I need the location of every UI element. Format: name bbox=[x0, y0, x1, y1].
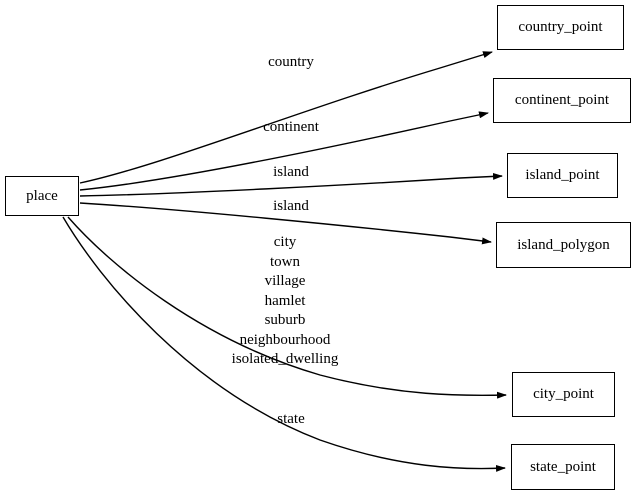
node-place[interactable]: place bbox=[5, 176, 79, 216]
edge-label-line: city bbox=[273, 234, 297, 250]
edge-label-line: suburb bbox=[264, 312, 306, 328]
graph-edge-continent-point bbox=[79, 111, 489, 191]
edge-label-line: village bbox=[264, 273, 306, 289]
node-label: island_polygon bbox=[517, 236, 610, 253]
node-label: country_point bbox=[518, 19, 603, 35]
edge-label-line: neighbourhood bbox=[239, 331, 331, 348]
node-city-point[interactable]: city_point bbox=[512, 372, 615, 417]
node-island-polygon[interactable]: island_polygon bbox=[496, 222, 631, 268]
node-label: island_point bbox=[525, 167, 600, 183]
node-continent-point[interactable]: continent_point bbox=[493, 78, 631, 123]
graph-edge-city-point bbox=[67, 216, 507, 399]
node-state-point[interactable]: state_point bbox=[511, 444, 615, 490]
edge-label-city-point: city town village hamlet suburb neighbourhood… bbox=[232, 233, 339, 370]
node-label: place bbox=[26, 187, 58, 204]
node-island-point[interactable]: island_point bbox=[507, 153, 618, 198]
edge-label-state-point: state bbox=[277, 411, 305, 427]
node-label: city_point bbox=[533, 386, 594, 402]
edge-label-line: isolated_dwelling bbox=[231, 351, 339, 367]
graph-edge-island-polygon bbox=[79, 202, 492, 245]
node-label: continent_point bbox=[514, 92, 610, 108]
edge-label-island-point: island bbox=[273, 164, 309, 180]
edge-label-country-point: country bbox=[268, 54, 314, 70]
edge-label-line: hamlet bbox=[264, 292, 306, 309]
edge-label-continent-point: continent bbox=[263, 119, 319, 135]
node-label: state_point bbox=[530, 458, 596, 475]
graph-edge-state-point bbox=[62, 216, 506, 472]
graph-edge-country-point bbox=[79, 51, 493, 184]
edge-label-line: town bbox=[270, 253, 300, 270]
graph-edge-island-point bbox=[79, 172, 503, 197]
node-country-point[interactable]: country_point bbox=[497, 5, 624, 50]
edge-label-island-polygon: island bbox=[273, 198, 309, 214]
